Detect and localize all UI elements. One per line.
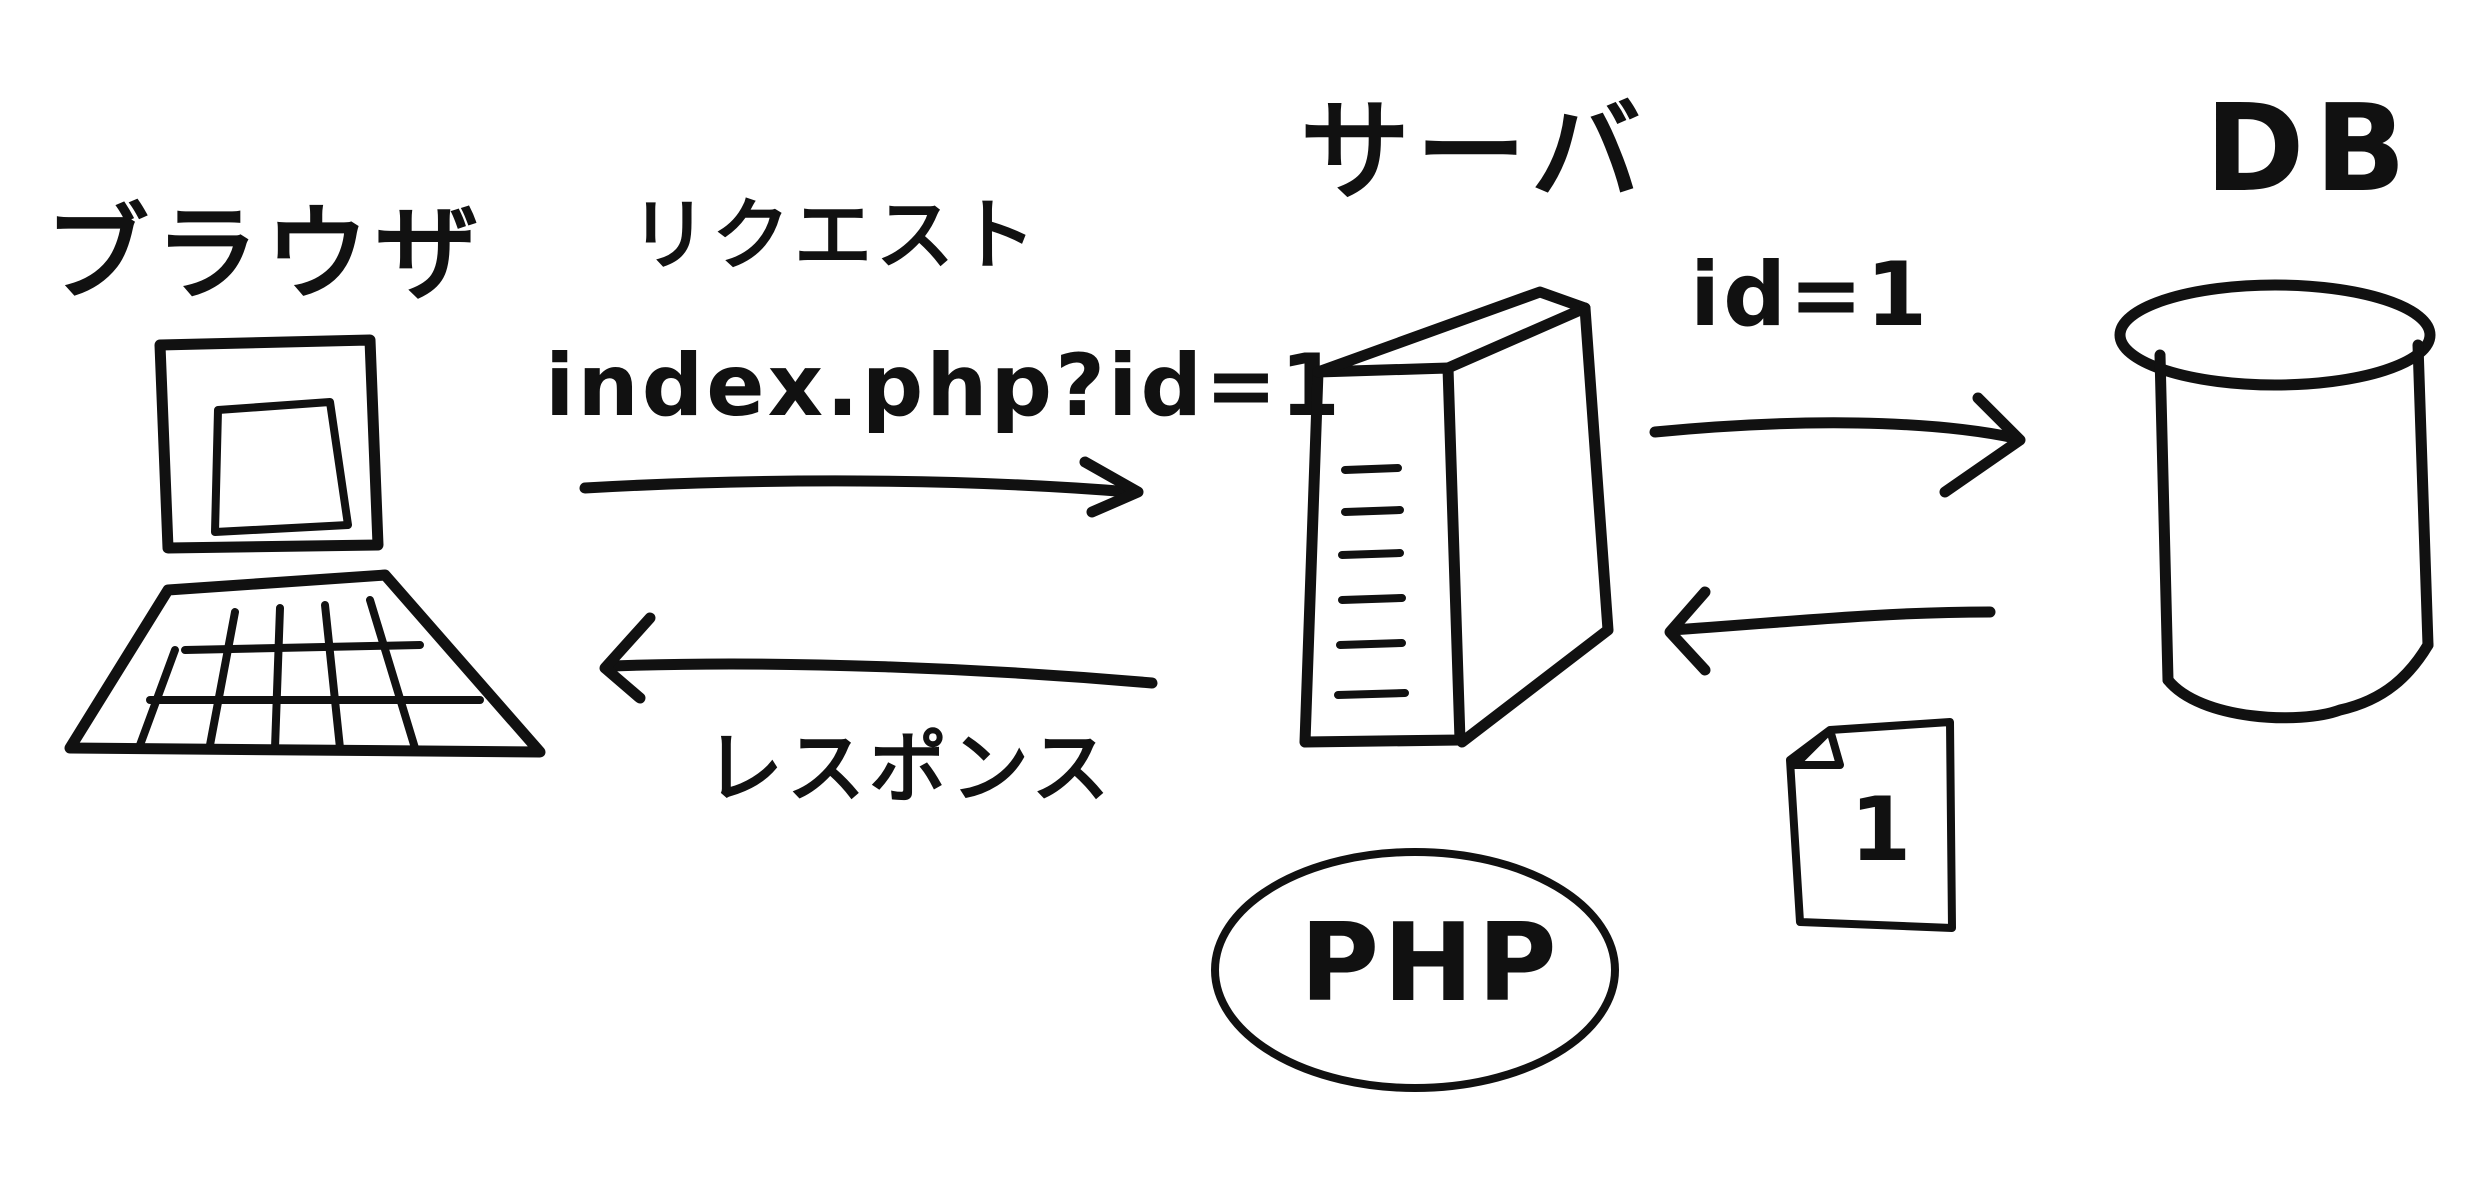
request-label: リクエスト (630, 191, 1040, 281)
server-node: サーバ (1299, 88, 1647, 748)
query-arrow-head (1939, 392, 2026, 498)
server-label: サーバ (1300, 88, 1647, 216)
result-arrow-line (1666, 606, 1996, 636)
db-node: DB (2114, 80, 2436, 724)
request-url: index.php?id=1 (545, 336, 1343, 436)
db-label: DB (2205, 80, 2416, 219)
record-node: 1 (1786, 718, 1956, 932)
request-arrow-line (579, 475, 1136, 498)
response-arrow-line (606, 658, 1158, 689)
record-value: 1 (1850, 778, 1911, 881)
request-arrow-head (1079, 456, 1144, 518)
php-node: PHP (1211, 848, 1619, 1092)
record-document-icon (1786, 718, 1956, 932)
result-arrow-head (1664, 586, 1711, 676)
server-icon (1299, 286, 1614, 748)
query-arrow-line (1649, 417, 2021, 444)
laptop-icon (64, 334, 546, 758)
database-cylinder-icon (2114, 279, 2436, 724)
result-arrow (1664, 586, 1996, 676)
response-arrow: レスポンス (599, 612, 1158, 814)
response-label: レスポンス (705, 724, 1113, 814)
query-arrow: id=1 (1649, 243, 2026, 498)
browser-node: ブラウザ (45, 193, 546, 758)
query-label: id=1 (1690, 243, 1930, 346)
php-ellipse (1211, 848, 1619, 1092)
request-arrow: リクエスト index.php?id=1 (545, 191, 1343, 518)
response-arrow-head (599, 612, 656, 704)
browser-label: ブラウザ (45, 193, 485, 315)
php-label: PHP (1300, 901, 1561, 1026)
